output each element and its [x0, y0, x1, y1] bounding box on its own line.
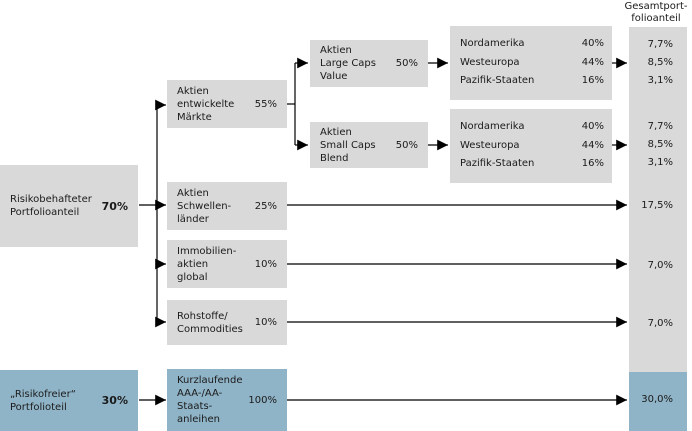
total-value: 7,7% [647, 121, 673, 132]
node-value: 55% [254, 98, 277, 110]
total-value: 7,0% [647, 260, 673, 271]
node-value: 70% [101, 199, 128, 213]
region-label: Westeuropa [460, 56, 520, 68]
node-value: 50% [395, 58, 418, 69]
node-label: Rohstoffe/ Commodities [177, 310, 243, 335]
region-row: Westeuropa 44% [460, 54, 604, 73]
node-large-caps-value: Aktien Large Caps Value 50% [310, 40, 428, 87]
region-label: Nordamerika [460, 38, 525, 49]
total-value: 3,1% [647, 75, 673, 86]
node-risky-portfolio: Risikobehafteter Portfolioanteil 70% [0, 165, 138, 247]
region-value: 40% [581, 121, 604, 132]
total-column-riskfree-background [629, 372, 687, 431]
total-value: 8,5% [647, 57, 673, 68]
region-value: 44% [581, 56, 604, 68]
region-value: 16% [581, 158, 604, 169]
node-government-bonds: Kurzlaufende AAA-/AA- Staats- anleihen 1… [167, 369, 287, 431]
node-equities-emerging-markets: Aktien Schwellen- länder 25% [167, 182, 287, 230]
region-row: Pazifik-Staaten 16% [460, 155, 604, 174]
node-value: 50% [395, 139, 418, 151]
region-label: Pazifik-Staaten [460, 158, 535, 169]
node-equities-developed-markets: Aktien entwickelte Märkte 55% [167, 80, 287, 128]
region-label: Nordamerika [460, 121, 525, 132]
node-label: Aktien entwickelte Märkte [177, 85, 235, 123]
node-real-estate-equities-global: Immobilien- aktien global 10% [167, 240, 287, 288]
node-regions-small-caps: Nordamerika 40% Westeuropa 44% Pazifik-S… [450, 109, 612, 183]
node-value: 10% [254, 258, 277, 270]
node-small-caps-blend: Aktien Small Caps Blend 50% [310, 122, 428, 168]
total-value: 7,7% [647, 39, 673, 50]
region-value: 40% [581, 38, 604, 49]
total-value: 7,0% [647, 318, 673, 329]
region-value: 16% [581, 75, 604, 86]
region-value: 44% [581, 139, 604, 151]
region-row: Westeuropa 44% [460, 137, 604, 156]
node-value: 25% [254, 200, 277, 212]
node-value: 10% [254, 317, 277, 328]
region-row: Pazifik-Staaten 16% [460, 72, 604, 91]
node-label: Immobilien- aktien global [177, 245, 237, 283]
node-label: Aktien Schwellen- länder [177, 187, 232, 225]
node-commodities: Rohstoffe/ Commodities 10% [167, 300, 287, 345]
total-column-header: Gesamtport- folioanteil [624, 1, 688, 24]
total-value: 17,5% [641, 200, 673, 211]
node-riskfree-portfolio: „Risikofreier“ Portfolioteil 30% [0, 370, 138, 431]
total-value: 3,1% [647, 157, 673, 168]
region-row: Nordamerika 40% [460, 35, 604, 54]
node-regions-large-caps: Nordamerika 40% Westeuropa 44% Pazifik-S… [450, 26, 612, 100]
node-value: 30% [101, 394, 128, 407]
total-value: 30,0% [641, 394, 673, 405]
region-label: Pazifik-Staaten [460, 75, 535, 86]
node-value: 100% [248, 394, 277, 406]
total-value: 8,5% [647, 139, 673, 150]
region-label: Westeuropa [460, 139, 520, 151]
total-column-risky-background [629, 27, 687, 372]
node-label: Aktien Large Caps Value [320, 45, 376, 82]
node-label: Risikobehafteter Portfolioanteil [10, 194, 92, 218]
node-label: „Risikofreier“ Portfolioteil [10, 388, 76, 413]
node-label: Kurzlaufende AAA-/AA- Staats- anleihen [177, 375, 243, 425]
region-row: Nordamerika 40% [460, 118, 604, 137]
node-label: Aktien Small Caps Blend [320, 126, 376, 164]
